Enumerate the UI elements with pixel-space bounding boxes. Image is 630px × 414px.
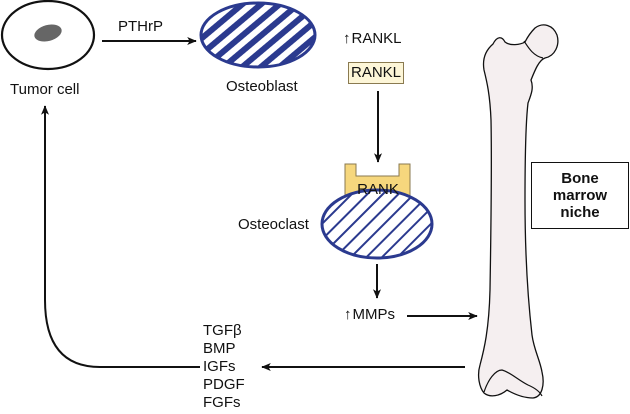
up-arrow-icon: ↑: [344, 306, 352, 323]
rankl-increase: ↑RANKL: [343, 31, 402, 46]
osteoblast-cell: [199, 1, 317, 69]
up-arrow-icon: ↑: [343, 30, 351, 47]
femur-condyle-line: [483, 369, 543, 397]
osteoblast-label: Osteoblast: [226, 78, 298, 95]
femur-head-line: [523, 40, 544, 59]
tumor-nucleus: [34, 24, 62, 42]
rank-label: RANK: [357, 181, 399, 198]
growth-factor-item: TGFβ: [203, 322, 242, 339]
factors-to-tumor-arrow: [41, 105, 200, 368]
growth-factors-list: TGFβ BMP IGFs PDGF FGFs: [203, 322, 245, 412]
growth-factor-item: FGFs: [203, 394, 241, 411]
pthrp-label: PTHrP: [118, 18, 163, 35]
tumor-cell: [0, 0, 96, 71]
femur-bone: [477, 24, 559, 399]
niche-line: niche: [560, 204, 600, 221]
osteoclast-cell: [320, 188, 434, 260]
growth-factor-item: PDGF: [203, 376, 245, 393]
bone-marrow-niche-box: Bone marrow niche: [531, 162, 629, 229]
osteoclast-label: Osteoclast: [238, 216, 309, 233]
rankl-box: RANKL: [348, 62, 404, 84]
niche-line: marrow: [552, 187, 608, 204]
growth-factor-item: BMP: [203, 340, 236, 357]
growth-factor-item: IGFs: [203, 358, 236, 375]
mmps-up-label: MMPs: [352, 306, 396, 323]
rankl-up-label: RANKL: [351, 30, 402, 47]
niche-line: Bone: [561, 170, 599, 187]
mmps-increase: ↑MMPs: [344, 307, 395, 322]
tumor-cell-label: Tumor cell: [10, 81, 80, 98]
